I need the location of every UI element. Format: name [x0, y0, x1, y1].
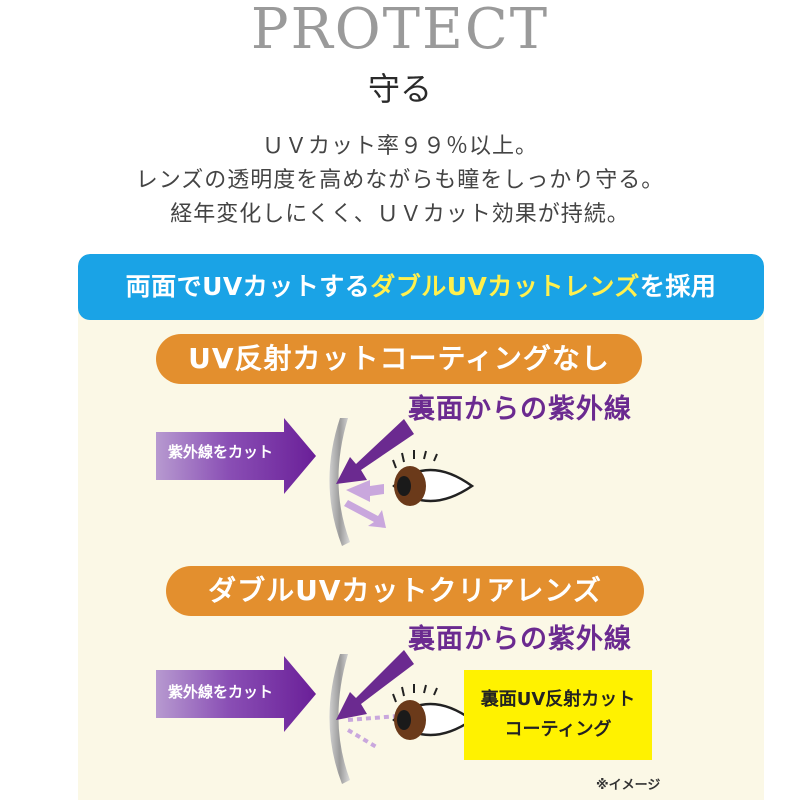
uv-diagram: [156, 418, 475, 784]
banner-text-after: を採用: [639, 272, 717, 301]
rear-coating-box: 裏面UV反射カット コーティング: [464, 670, 652, 760]
lens-1: [329, 418, 350, 546]
page-subtitle: 守る: [367, 70, 432, 108]
banner-text-before: 両面でUVカットする: [125, 272, 371, 301]
rear-uv-label-2: 裏面からの紫外線: [408, 624, 632, 655]
lens-explanation-panel: 両面でUVカットするダブルUVカットレンズを採用: [78, 254, 764, 800]
reflected-ray-1a: [346, 480, 384, 502]
uv-cut-arrow-2: [156, 656, 316, 732]
double-uv-lens-label: ダブルUVカットクリアレンズ: [166, 566, 644, 616]
coating-line-1: 裏面UV反射カット: [480, 689, 636, 710]
description: ＵＶカット率９９％以上。 レンズの透明度を高めながらも瞳をしっかり守る。 経年変…: [0, 130, 800, 232]
eye-icon-1: [392, 450, 475, 506]
blocked-ray-2b: [346, 728, 380, 750]
uv-cut-label-1: 紫外線をカット: [168, 443, 274, 461]
description-line-3: 経年変化しにくく、ＵＶカット効果が持続。: [170, 202, 630, 227]
rear-uv-ray-2: [336, 650, 414, 720]
blocked-ray-2a: [347, 714, 399, 722]
page-title: PROTECT: [250, 0, 550, 62]
lens-2: [329, 654, 350, 784]
banner-text-highlight: ダブルUVカットレンズ: [370, 272, 640, 301]
description-line-2: レンズの透明度を高めながらも瞳をしっかり守る。: [135, 168, 665, 193]
eye-icon-2: [392, 684, 475, 740]
rear-uv-ray-1: [336, 419, 414, 484]
rear-uv-label-1: 裏面からの紫外線: [408, 394, 632, 425]
image-note: ※イメージ: [596, 778, 661, 793]
uv-cut-arrow-1: [156, 418, 316, 494]
feature-banner: 両面でUVカットするダブルUVカットレンズを採用: [78, 254, 764, 320]
coating-line-2: コーティング: [504, 719, 612, 740]
uv-cut-label-2: 紫外線をカット: [168, 683, 274, 701]
no-coating-label: UV反射カットコーティングなし: [156, 334, 642, 384]
description-line-1: ＵＶカット率９９％以上。: [261, 134, 538, 159]
reflected-ray-1b: [344, 500, 386, 528]
